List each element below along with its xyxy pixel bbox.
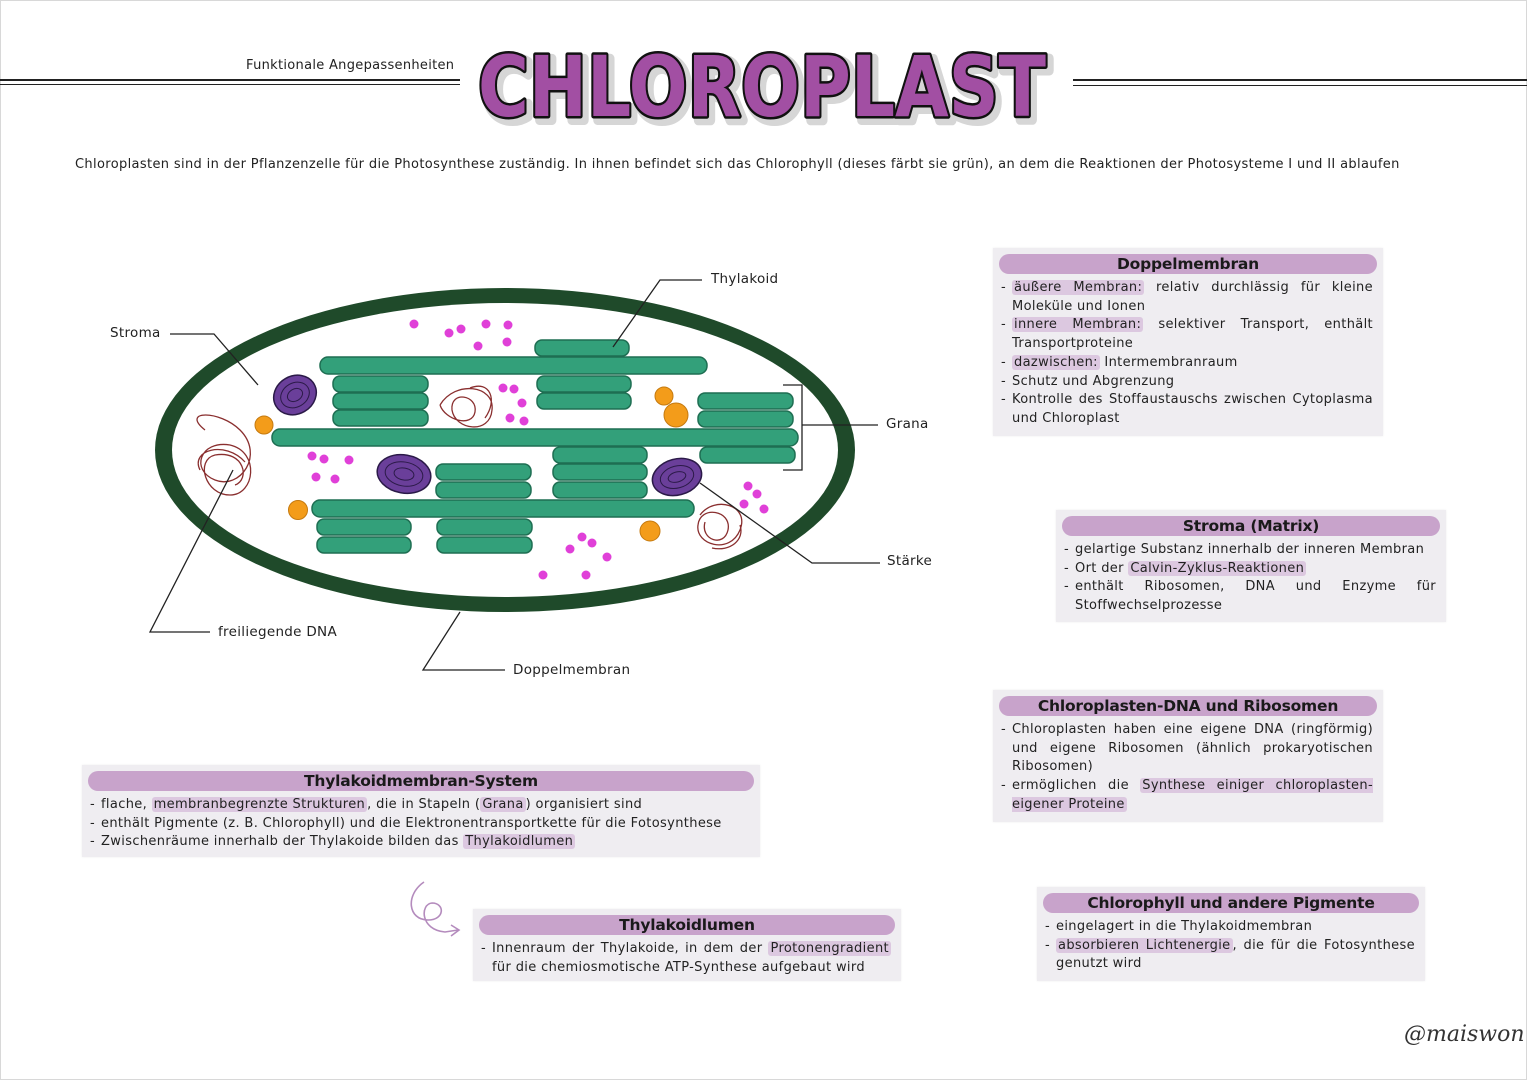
list-item: -Ort der Calvin-Zyklus-Reaktionen [1064,560,1307,576]
list-item: -Kontrolle des Stoffaustauschs zwischen … [1001,392,1373,426]
list-item: -gelartige Substanz innerhalb der innere… [1064,542,1425,557]
intro-text: Chloroplasten sind in der Pflanzenzelle … [75,157,1400,172]
card-thylakoid-title: Thylakoidmembran-System [88,771,754,791]
lipid-droplets [254,386,689,542]
curly-arrow-icon [410,881,461,937]
label-staerke: Stärke [887,553,933,569]
page-title: CHLOROPLAST CHLOROPLAST CHLOROPLAST [476,36,1056,139]
card-stroma-body: -gelartige Substanz innerhalb der innere… [1064,541,1436,616]
card-doppelmembran-body: -äußere Membran: relativ durchlässig für… [1001,279,1373,429]
card-doppelmembran-title: Doppelmembran [999,254,1377,274]
card-lumen: Thylakoidlumen -Innenraum der Thylakoide… [473,909,901,981]
card-stroma: Stroma (Matrix) -gelartige Substanz inne… [1056,510,1446,622]
page-title-fill: CHLOROPLAST [478,38,1046,136]
page-title-outline: CHLOROPLAST [478,38,1046,136]
card-thylakoid-body: -flache, membranbegrenzte Strukturen, di… [90,796,750,852]
list-item: -flache, membranbegrenzte Strukturen, di… [90,797,643,812]
card-dna-title: Chloroplasten-DNA und Ribosomen [999,696,1377,716]
list-item: -dazwischen: Intermembranraum [1001,354,1238,370]
label-dna: freiliegende DNA [218,624,337,640]
list-item: -eingelagert in die Thylakoidmembran [1045,919,1313,934]
signature: @maiswon [1404,1022,1525,1047]
header-rule-left [0,79,460,81]
ribosomes [307,319,769,580]
dna-loops [196,385,743,550]
card-pigmente: Chlorophyll und andere Pigmente -eingela… [1037,887,1425,981]
label-grana: Grana [886,416,929,432]
label-stroma: Stroma [110,325,161,341]
page-title-shadow: CHLOROPLAST [482,42,1050,138]
card-pigmente-body: -eingelagert in die Thylakoidmembran -ab… [1045,918,1415,974]
list-item: -absorbieren Lichtenergie, die für die F… [1045,937,1415,972]
list-item: -Innenraum der Thylakoide, in dem der Pr… [481,941,891,975]
list-item: -Zwischenräume innerhalb der Thylakoide … [90,834,576,850]
card-dna-body: -Chloroplasten haben eine eigene DNA (ri… [1001,721,1373,815]
page-subtitle: Funktionale Angepassenheiten [246,58,455,73]
label-doppelmembran: Doppelmembran [513,662,631,678]
card-stroma-title: Stroma (Matrix) [1062,516,1440,536]
header-rule-right [1073,79,1527,81]
thylakoid-stacks [271,339,799,554]
card-pigmente-title: Chlorophyll und andere Pigmente [1043,893,1419,913]
card-lumen-title: Thylakoidlumen [479,915,895,935]
header-rule-right-2 [1073,85,1527,86]
card-doppelmembran: Doppelmembran -äußere Membran: relativ d… [993,248,1383,436]
list-item: -Schutz und Abgrenzung [1001,373,1175,389]
leader-lines [148,279,880,671]
card-dna: Chloroplasten-DNA und Ribosomen -Chlorop… [993,690,1383,822]
list-item: -enthält Ribosomen, DNA und Enzyme für S… [1064,579,1436,614]
list-item: -enthält Pigmente (z. B. Chlorophyll) un… [90,815,722,831]
label-thylakoid: Thylakoid [711,271,779,287]
list-item: -ermöglichen die Synthese einiger chloro… [1001,778,1373,812]
starch-grains [272,374,703,497]
list-item: -Chloroplasten haben eine eigene DNA (ri… [1001,722,1373,775]
card-lumen-body: -Innenraum der Thylakoide, in dem der Pr… [481,940,891,977]
list-item: -innere Membran: selektiver Transport, e… [1001,317,1374,352]
header-rule-left-2 [0,84,460,85]
card-thylakoid: Thylakoidmembran-System -flache, membran… [82,765,760,857]
list-item: -äußere Membran: relativ durchlässig für… [1001,280,1373,314]
